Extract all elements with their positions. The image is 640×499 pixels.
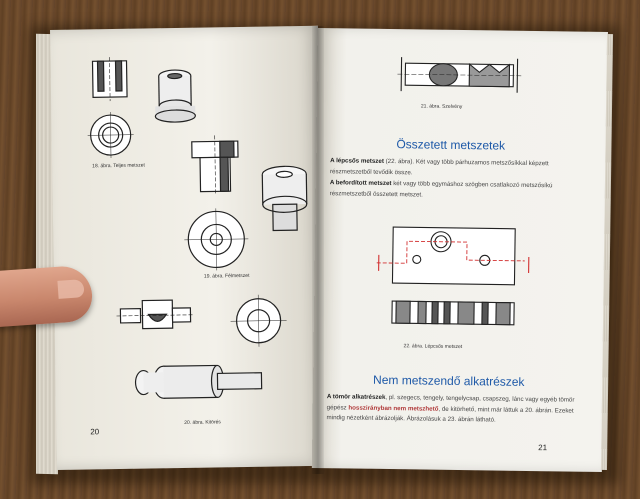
- page-number-right: 21: [538, 443, 548, 453]
- figure-19-drawing: [184, 135, 308, 271]
- figure-18-drawing: [87, 57, 196, 159]
- paragraph-solid-parts: A tömör alkatrészek, pl. szegecs, tengel…: [326, 392, 578, 427]
- highlight-not-sectioned: hosszirányban nem metszhető: [348, 403, 439, 413]
- figure-19-caption: 19. ábra. Félmetszet: [203, 272, 250, 280]
- right-page: 21. ábra. Szelvény Összetett metszetek A…: [311, 28, 608, 473]
- figure-20-drawing: [116, 294, 287, 399]
- paragraph-rotated-section: A befordított metszet két vagy több egym…: [330, 178, 582, 203]
- thumb-nail: [57, 279, 85, 299]
- figure-21-drawing: [397, 57, 522, 93]
- page-number-left: 20: [90, 427, 100, 437]
- left-page: 18. ábra. Teljes metszet 19. ábra. Félme…: [50, 25, 325, 470]
- term-stepped-section: A lépcsős metszet: [330, 157, 384, 165]
- figure-22-caption: 22. ábra. Lépcsős metszet: [403, 343, 463, 351]
- section-heading-non-sectioned-parts: Nem metszendő alkatrészek: [372, 372, 525, 389]
- section-heading-compound-sections: Összetett metszetek: [396, 137, 506, 153]
- figure-20-caption: 20. ábra. Kitörés: [184, 419, 221, 426]
- figure-22-drawing: [376, 226, 530, 326]
- figure-21-caption: 21. ábra. Szelvény: [420, 103, 463, 111]
- term-rotated-section: A befordított metszet: [329, 179, 392, 188]
- book-gutter: [312, 26, 324, 474]
- figure-18-caption: 18. ábra. Teljes metszet: [92, 162, 145, 170]
- term-solid-parts: A tömör alkatrészek: [326, 393, 386, 401]
- paragraph-stepped-section: A lépcsős metszet (22. ábra). Két vagy t…: [330, 156, 582, 181]
